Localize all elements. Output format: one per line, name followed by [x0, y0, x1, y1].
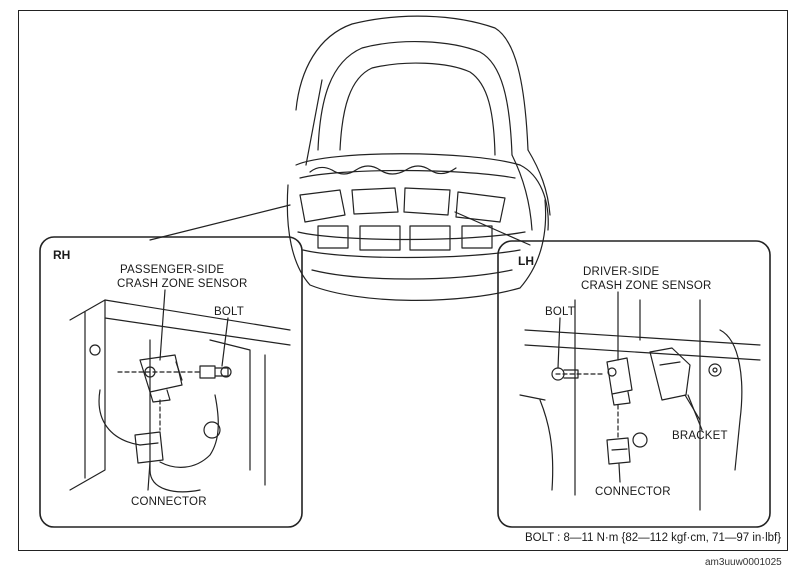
rh-bolt-label: BOLT: [214, 306, 244, 318]
lh-sensor-label-line1: DRIVER-SIDE: [583, 266, 660, 278]
rh-detail-illustration: [69, 289, 291, 493]
lh-sensor-label-line2: CRASH ZONE SENSOR: [581, 280, 712, 292]
rh-connector-label: CONNECTOR: [131, 496, 207, 508]
figure-frame: [18, 10, 788, 551]
torque-spec: BOLT : 8—11 N·m {82—112 kgf·cm, 71—97 in…: [525, 532, 782, 544]
lh-callout-leader: [454, 211, 531, 246]
rh-sensor-label-line1: PASSENGER-SIDE: [120, 264, 225, 276]
rh-callout-leader: [149, 204, 291, 241]
lh-bracket-label: BRACKET: [672, 430, 728, 442]
figure-code: am3uuw0001025: [705, 557, 782, 568]
rh-panel-tag: RH: [53, 248, 71, 262]
lh-detail-box: [497, 240, 771, 528]
lh-connector-label: CONNECTOR: [595, 486, 671, 498]
vehicle-front-illustration: [286, 15, 551, 301]
rh-sensor-label-line2: CRASH ZONE SENSOR: [117, 278, 248, 290]
lh-detail-illustration: [519, 291, 761, 511]
rh-detail-box: [39, 236, 303, 528]
lh-panel-tag: LH: [518, 254, 534, 268]
lh-bolt-label: BOLT: [545, 306, 575, 318]
